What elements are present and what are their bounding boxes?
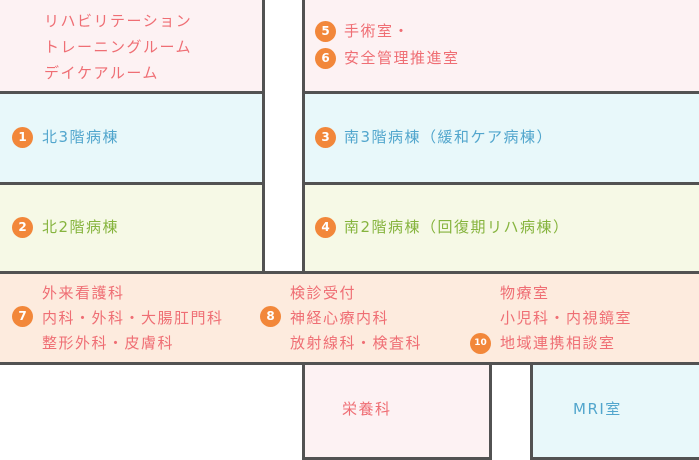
outpatient-line: 地域連携相談室	[500, 334, 616, 352]
north2-ward-block	[0, 182, 265, 274]
number-badge-1: 1	[12, 127, 33, 148]
outpatient-line: 神経心療内科	[290, 309, 390, 327]
number-badge-2: 2	[12, 217, 33, 238]
number-badge-5: 5	[315, 21, 336, 42]
mri-room-label: MRI室	[573, 400, 622, 418]
surgery-line: 安全管理推進室	[344, 49, 460, 67]
rehab-line: リハビリテーション	[44, 12, 193, 30]
number-badge-3: 3	[315, 127, 336, 148]
outpatient-line: 小児科・内視鏡室	[500, 309, 633, 327]
outpatient-line: 検診受付	[290, 284, 357, 302]
outpatient-line: 整形外科・皮膚科	[42, 334, 175, 352]
number-badge-8: 8	[260, 306, 281, 327]
rehab-line: デイケアルーム	[44, 64, 159, 82]
rehab-line: トレーニングルーム	[44, 38, 193, 56]
north2-ward-label: 北2階病棟	[42, 218, 120, 236]
surgery-room-block	[302, 0, 699, 94]
north3-ward-label: 北3階病棟	[42, 128, 120, 146]
nutrition-room-label: 栄養科	[342, 400, 392, 418]
surgery-line: 手術室・	[344, 22, 411, 40]
outpatient-line: 外来看護科	[42, 284, 125, 302]
north3-ward-block	[0, 91, 265, 185]
south3-ward-label: 南3階病棟（緩和ケア病棟）	[344, 128, 554, 146]
outpatient-line: 放射線科・検査科	[290, 334, 423, 352]
outpatient-line: 物療室	[500, 284, 550, 302]
number-badge-7: 7	[12, 306, 33, 327]
number-badge-10: 10	[470, 333, 491, 354]
number-badge-4: 4	[315, 217, 336, 238]
south2-ward-label: 南2階病棟（回復期リハ病棟）	[344, 218, 570, 236]
nutrition-room-block	[302, 362, 492, 460]
south3-ward-block	[302, 91, 699, 185]
rehab-room-block	[0, 0, 265, 94]
outpatient-line: 内科・外科・大腸肛門科	[42, 309, 224, 327]
outpatient-block	[0, 271, 699, 365]
number-badge-6: 6	[315, 48, 336, 69]
